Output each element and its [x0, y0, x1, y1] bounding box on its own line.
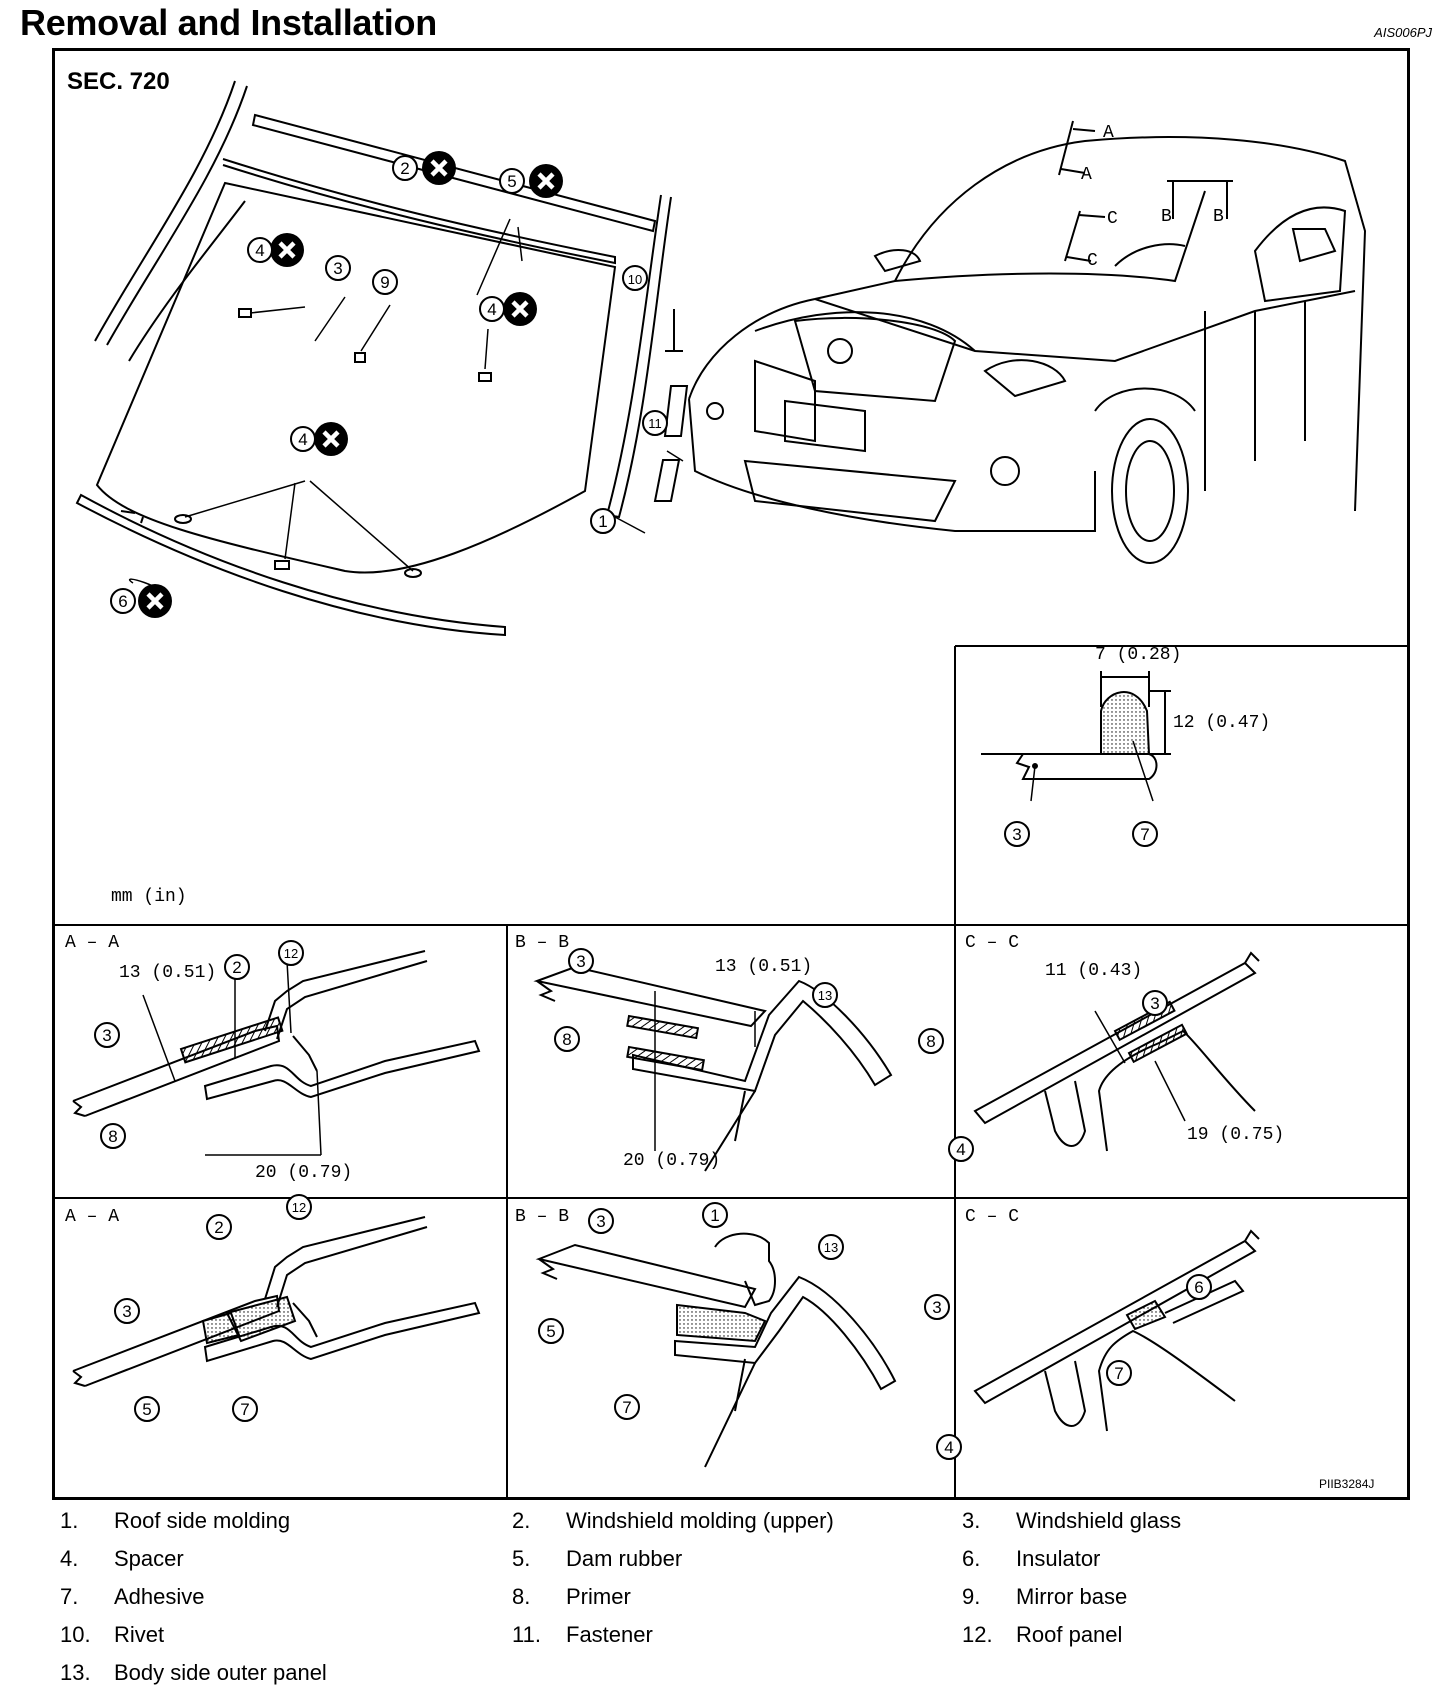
- svg-text:3: 3: [102, 1026, 111, 1045]
- svg-text:7 (0.28): 7 (0.28): [1095, 645, 1181, 665]
- svg-text:2: 2: [214, 1218, 223, 1237]
- svg-text:3: 3: [1150, 994, 1159, 1013]
- section-cut-marks: [1058, 120, 1233, 262]
- svg-text:3: 3: [333, 259, 342, 278]
- diagram-canvas: SEC. 720 mm (in) PIIB3284J: [55, 68, 1407, 1497]
- section-cc-top-drawing: [973, 951, 1260, 1152]
- svg-text:8: 8: [926, 1032, 935, 1051]
- svg-text:5: 5: [142, 1400, 151, 1419]
- svg-text:A – A: A – A: [65, 1207, 119, 1227]
- svg-text:B: B: [1161, 207, 1172, 227]
- svg-text:7: 7: [1114, 1364, 1123, 1383]
- svg-text:8: 8: [562, 1030, 571, 1049]
- legend-item: 6.Insulator: [962, 1546, 1101, 1571]
- legend-item: 1.Roof side molding: [60, 1508, 291, 1533]
- svg-text:7: 7: [240, 1400, 249, 1419]
- svg-text:20 (0.79): 20 (0.79): [623, 1151, 720, 1171]
- svg-text:13 (0.51): 13 (0.51): [119, 963, 216, 983]
- adhesive-dimensions: 7 (0.28) 12 (0.47): [1095, 645, 1270, 733]
- legend-item: 4.Spacer: [60, 1546, 184, 1571]
- svg-text:3: 3: [1012, 825, 1021, 844]
- legend-item: 11.Fastener: [512, 1622, 653, 1647]
- section-cc-bottom-drawing: [973, 1229, 1260, 1432]
- svg-text:A: A: [1081, 165, 1092, 185]
- car-perspective-view: [688, 136, 1367, 564]
- svg-text:4: 4: [487, 300, 496, 319]
- svg-text:6: 6: [118, 592, 127, 611]
- svg-text:4: 4: [298, 430, 307, 449]
- svg-text:C: C: [1107, 209, 1118, 229]
- page-title: Removal and Installation: [20, 2, 437, 43]
- svg-text:7: 7: [1140, 825, 1149, 844]
- svg-text:2: 2: [232, 958, 241, 977]
- legend-item: 10.Rivet: [60, 1622, 165, 1647]
- svg-text:A: A: [1103, 123, 1114, 143]
- svg-text:5: 5: [507, 172, 516, 191]
- svg-text:3: 3: [122, 1302, 131, 1321]
- section-labels-row1: A – A B – B C – C 13 (0.51) 20 (0.79) 13…: [65, 933, 1284, 1183]
- svg-text:4: 4: [255, 241, 264, 260]
- svg-text:1: 1: [710, 1206, 719, 1225]
- svg-text:8: 8: [108, 1127, 117, 1146]
- reference-code: AIS006PJ: [1374, 25, 1432, 40]
- svg-text:C – C: C – C: [965, 1207, 1019, 1227]
- svg-text:6: 6: [1194, 1278, 1203, 1297]
- svg-text:3: 3: [932, 1298, 941, 1317]
- svg-text:12 (0.47): 12 (0.47): [1173, 713, 1270, 733]
- svg-text:19 (0.75): 19 (0.75): [1187, 1125, 1284, 1145]
- units-label: mm (in): [111, 887, 187, 907]
- section-label: SEC. 720: [67, 68, 170, 95]
- section-aa-top-drawing: [72, 950, 481, 1156]
- figure-code: PIIB3284J: [1319, 1477, 1374, 1491]
- svg-text:12: 12: [292, 1200, 306, 1215]
- svg-text:12: 12: [284, 946, 298, 961]
- svg-text:A – A: A – A: [65, 933, 119, 953]
- svg-text:B – B: B – B: [515, 933, 569, 953]
- svg-text:10: 10: [628, 272, 642, 287]
- legend-item: 3.Windshield glass: [962, 1508, 1182, 1533]
- legend-item: 7.Adhesive: [60, 1584, 205, 1609]
- svg-text:11 (0.43): 11 (0.43): [1045, 961, 1142, 981]
- svg-text:C – C: C – C: [965, 933, 1019, 953]
- svg-text:C: C: [1087, 251, 1098, 271]
- panel-grid: [55, 645, 1407, 1497]
- section-labels-row2: A – A B – B C – C: [65, 1207, 1019, 1227]
- svg-text:3: 3: [576, 952, 585, 971]
- svg-text:13: 13: [824, 1240, 838, 1255]
- legend-item: 13.Body side outer panel: [60, 1660, 327, 1685]
- windshield-exploded-view: [75, 80, 689, 637]
- svg-text:9: 9: [380, 273, 389, 292]
- svg-text:13 (0.51): 13 (0.51): [715, 957, 812, 977]
- svg-text:3: 3: [596, 1212, 605, 1231]
- section-aa-bottom-drawing: [72, 1216, 481, 1387]
- svg-text:B – B: B – B: [515, 1207, 569, 1227]
- section-bb-bottom-drawing: [535, 1232, 897, 1468]
- svg-text:20 (0.79): 20 (0.79): [255, 1163, 352, 1183]
- legend-item: 12.Roof panel: [962, 1622, 1123, 1647]
- legend-item: 8.Primer: [512, 1584, 631, 1609]
- section-bb-top-drawing: [533, 965, 893, 1172]
- section-mark-letters: A A C C B B: [1081, 123, 1224, 271]
- svg-text:13: 13: [818, 988, 832, 1003]
- svg-text:1: 1: [598, 512, 607, 531]
- svg-text:5: 5: [546, 1322, 555, 1341]
- svg-text:11: 11: [648, 416, 662, 431]
- adhesive-detail-drawing: [981, 671, 1171, 802]
- svg-text:7: 7: [622, 1398, 631, 1417]
- svg-text:4: 4: [944, 1438, 953, 1457]
- legend-item: 2.Windshield molding (upper): [512, 1508, 834, 1533]
- svg-text:2: 2: [400, 159, 409, 178]
- svg-text:B: B: [1213, 207, 1224, 227]
- svg-text:4: 4: [956, 1140, 965, 1159]
- legend-item: 5.Dam rubber: [512, 1546, 683, 1571]
- callout-markers: 2 5 4 3 9 4 4 6 1 10 11 3 7 3 2 12 8 3 8…: [94, 155, 1212, 1460]
- figure-frame: SEC. 720 mm (in) PIIB3284J: [52, 48, 1410, 1500]
- legend-item: 9.Mirror base: [962, 1584, 1128, 1609]
